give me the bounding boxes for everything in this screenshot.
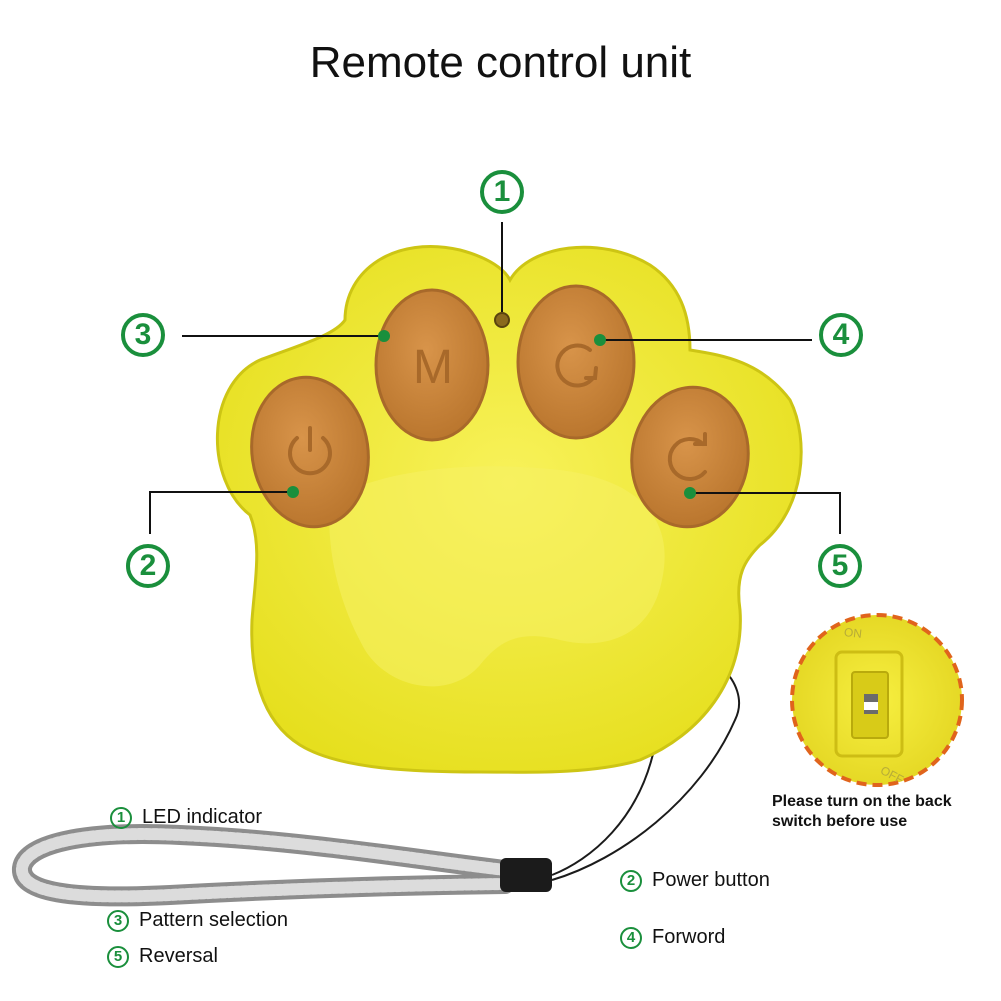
callout-5: 5 [818, 544, 862, 588]
legend-num: 3 [107, 909, 129, 932]
callout-1: 1 [480, 170, 524, 214]
callout-4: 4 [819, 313, 863, 357]
legend-power: 2 Power button [620, 869, 770, 892]
rotate-reverse-icon [667, 432, 707, 481]
paw-remote-body [215, 245, 803, 774]
forward-button[interactable] [516, 284, 636, 440]
legend-led: 1 LED indicator [110, 806, 262, 829]
page-title: Remote control unit [309, 38, 692, 87]
strap-clip [500, 858, 552, 892]
legend-label: Reversal [139, 945, 218, 967]
power-icon [288, 426, 332, 476]
legend-num: 2 [620, 869, 642, 892]
power-button[interactable] [242, 370, 378, 535]
legend-pattern: 3 Pattern selection [107, 909, 288, 932]
switch-on-label: ON [843, 625, 863, 641]
legend-forward: 4 Forword [620, 926, 725, 949]
reversal-button[interactable] [623, 380, 757, 535]
paw-main-pad [329, 466, 665, 687]
legend-label: Pattern selection [139, 909, 288, 931]
pattern-button[interactable] [374, 288, 490, 442]
legend-label: Power button [652, 869, 770, 891]
callout-3: 3 [121, 313, 165, 357]
leader-lines [149, 222, 841, 534]
legend-reversal: 5 Reversal [107, 945, 218, 968]
legend-label: Forword [652, 926, 726, 948]
back-switch-inset [790, 613, 964, 787]
legend-num: 4 [620, 926, 642, 949]
led-indicator [494, 312, 510, 328]
legend-num: 5 [107, 945, 129, 968]
legend-label: LED indicator [142, 806, 263, 828]
rotate-clockwise-icon [555, 343, 598, 388]
pattern-button-label: M [413, 341, 453, 394]
callout-2: 2 [126, 544, 170, 588]
legend-num: 1 [110, 806, 132, 829]
switch-note: Please turn on the back switch before us… [772, 793, 952, 830]
wrist-strap [12, 667, 741, 907]
leader-dots [287, 330, 696, 499]
